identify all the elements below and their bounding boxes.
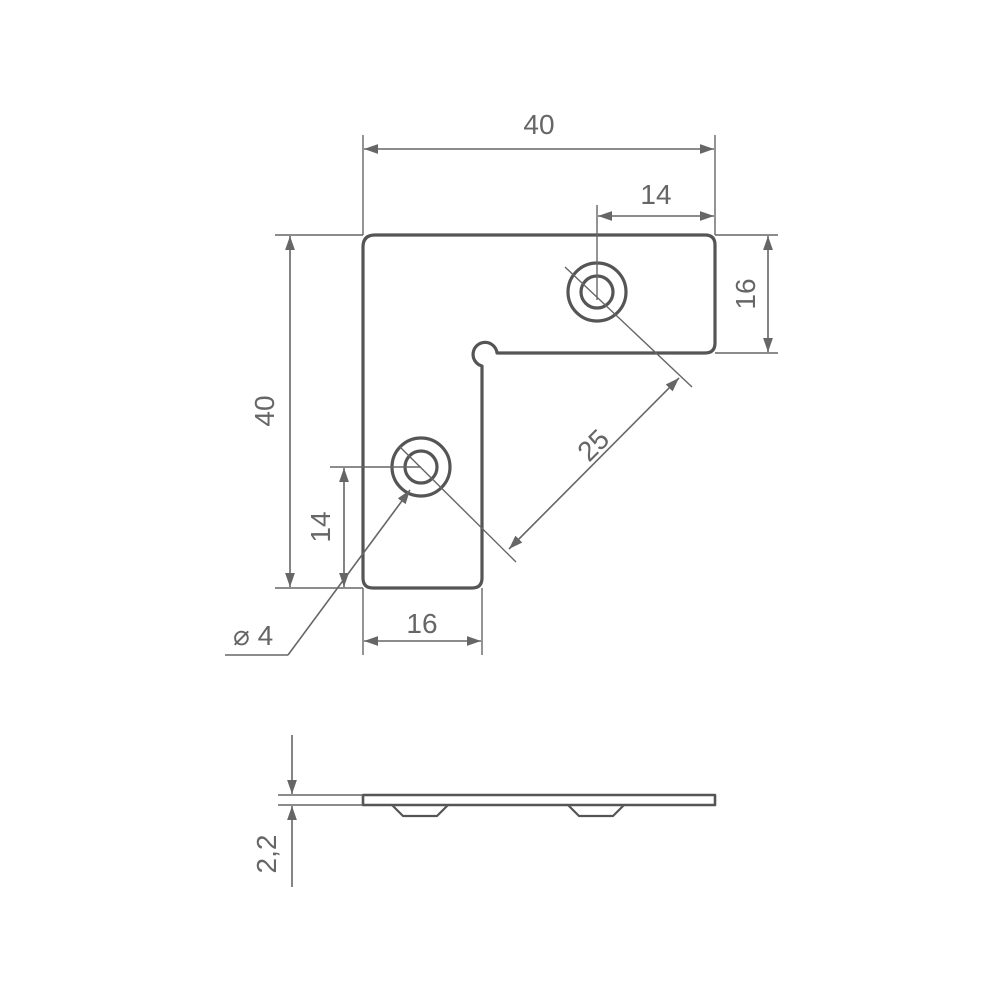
- dim-label-width-40: 40: [523, 109, 554, 140]
- dim-label-height-40: 40: [249, 395, 280, 426]
- dimension-hole-offset-top: 14: [596, 179, 714, 300]
- dim-label-thickness-2-2: 2,2: [251, 835, 282, 874]
- dim-label-arm-16-right: 16: [730, 278, 761, 309]
- plate-side-view: [361, 793, 717, 818]
- dimension-overall-height: 40: [249, 234, 363, 589]
- dim-label-hole-y-14: 14: [305, 511, 336, 542]
- dim-label-hole-x-14: 14: [640, 179, 671, 210]
- plate-outline: [361, 233, 717, 590]
- dimension-right-arm-width: 16: [715, 234, 778, 354]
- dim-label-diameter-4: ⌀ 4: [233, 620, 273, 651]
- dim-label-arm-16-bottom: 16: [406, 608, 437, 639]
- dimension-hole-diameter: ⌀ 4: [225, 489, 411, 656]
- dimension-thickness: 2,2: [251, 735, 363, 887]
- dimension-overall-width: 40: [362, 109, 716, 235]
- dimension-hole-offset-left: 14: [305, 466, 421, 587]
- plate-top-view: [361, 233, 717, 590]
- dimension-hole-spacing: 25: [399, 266, 693, 563]
- dim-label-spacing-25: 25: [571, 423, 615, 467]
- dimension-bottom-arm-width: 16: [362, 588, 483, 655]
